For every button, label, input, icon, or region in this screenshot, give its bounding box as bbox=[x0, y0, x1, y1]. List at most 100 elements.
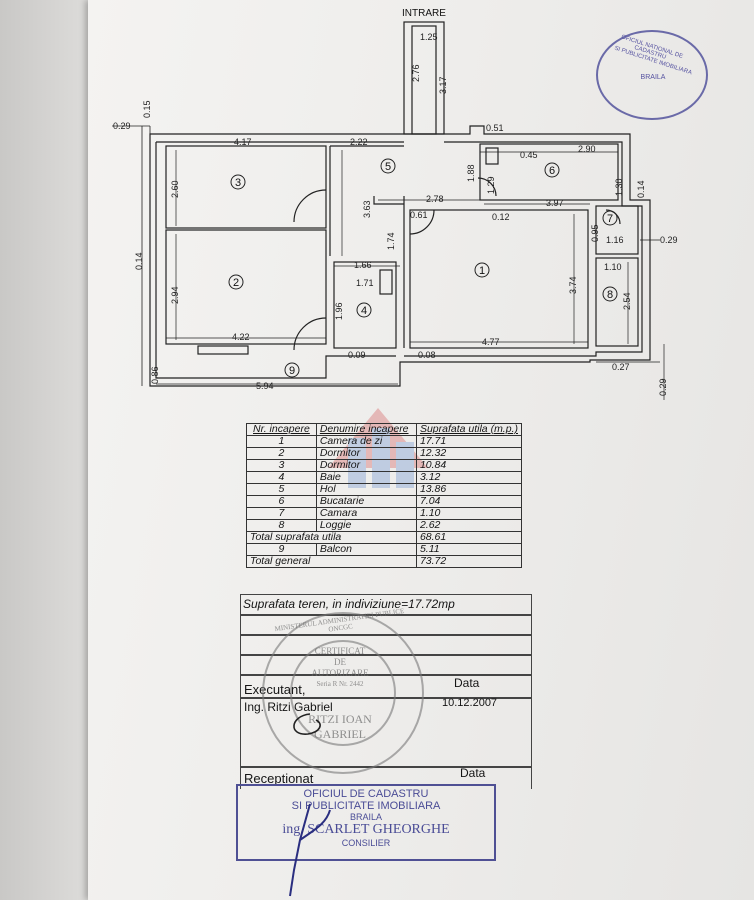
blue-stamp-line-5: CONSILIER bbox=[341, 838, 391, 848]
cell-nr: 2 bbox=[246, 447, 317, 460]
room-8-wall bbox=[595, 257, 639, 347]
floor-plan: INTRARE 1 2 3 4 5 6 7 8 9 1.25 2.76 3.17… bbox=[112, 8, 678, 400]
cell-area: 10.84 bbox=[415, 459, 523, 472]
cell-area: 5.11 bbox=[415, 543, 523, 556]
total-general-value: 73.72 bbox=[415, 555, 523, 568]
total-useful-label: Total suprafata utila bbox=[246, 531, 417, 544]
land-area-text: Suprafata teren, in indiviziune=17.72mp bbox=[243, 597, 455, 611]
dimension-label: 0.14 bbox=[636, 180, 646, 198]
dimension-label: 1.66 bbox=[354, 260, 372, 270]
cadastral-office-stamp: OFICIUL DE CADASTRU SI PUBLICITATE IMOBI… bbox=[236, 784, 496, 861]
info-rule bbox=[240, 766, 532, 768]
dimension-label: 3.17 bbox=[438, 76, 448, 94]
data-label-2: Data bbox=[460, 766, 486, 780]
cell-nr: 3 bbox=[246, 459, 317, 472]
cell-area: 12.32 bbox=[415, 447, 523, 460]
dimension-label: 2.22 bbox=[350, 137, 368, 147]
room-9-marker bbox=[284, 362, 300, 378]
authorization-stamp-inner bbox=[290, 640, 396, 746]
authorization-stamp bbox=[262, 612, 424, 774]
dimension-label: 1.30 bbox=[614, 178, 624, 196]
dimension-label: 0.14 bbox=[134, 252, 144, 270]
info-rule bbox=[240, 614, 532, 616]
cell-name: Balcon bbox=[315, 543, 417, 556]
dimension-label: 2.60 bbox=[170, 180, 180, 198]
dimension-label: 5.94 bbox=[256, 381, 274, 391]
dimension-label: 0.09 bbox=[348, 350, 366, 360]
cell-nr: 8 bbox=[246, 519, 317, 532]
dimension-label: 1.96 bbox=[334, 302, 344, 320]
header-name: Denumire incapere bbox=[315, 423, 417, 436]
room-number-6: 6 bbox=[549, 165, 555, 177]
room-number-5: 5 bbox=[385, 161, 391, 173]
room-4-marker bbox=[356, 302, 372, 318]
cell-area: 7.04 bbox=[415, 495, 523, 508]
blue-signature bbox=[289, 803, 331, 897]
cell-nr: 6 bbox=[246, 495, 317, 508]
cell-nr: 1 bbox=[246, 435, 317, 448]
cell-area: 13.86 bbox=[415, 483, 523, 496]
dimension-label: 0.45 bbox=[520, 150, 538, 160]
room-number-9: 9 bbox=[289, 365, 295, 377]
info-box bbox=[240, 594, 532, 789]
room-1-marker bbox=[474, 262, 490, 278]
room-5-marker bbox=[380, 158, 396, 174]
dimension-label: 0.29 bbox=[660, 235, 678, 245]
stamp-signer-2: GABRIEL bbox=[314, 727, 366, 741]
outer-wall bbox=[149, 125, 651, 387]
room-6-marker bbox=[544, 162, 560, 178]
cell-name: Baie bbox=[315, 471, 417, 484]
cell-area: 2.62 bbox=[415, 519, 523, 532]
dimension-label: 2.76 bbox=[411, 64, 421, 82]
dimension-label: 1.16 bbox=[606, 235, 624, 245]
cadastru-seal bbox=[596, 30, 708, 120]
room-3-marker bbox=[230, 174, 246, 190]
dimension-label: 3.74 bbox=[568, 276, 578, 294]
room-4-wall bbox=[333, 261, 397, 349]
room-number-8: 8 bbox=[607, 289, 613, 301]
dimension-label: 2.78 bbox=[426, 194, 444, 204]
stamp-cert-4: Seria R Nr. 2442 bbox=[316, 680, 364, 688]
blue-stamp-line-4: ing. SCARLET GHEORGHE bbox=[282, 822, 450, 837]
dimension-label: 2.54 bbox=[622, 292, 632, 310]
dimension-label: 2.94 bbox=[170, 286, 180, 304]
area-table: Nr. incapere Denumire incapere Suprafata… bbox=[246, 423, 523, 568]
room-6-wall bbox=[479, 143, 619, 201]
room-7-wall bbox=[595, 205, 639, 255]
dimension-label: 1.25 bbox=[420, 32, 438, 42]
cell-name: Hol bbox=[315, 483, 417, 496]
cell-name: Camera de zi bbox=[315, 435, 417, 448]
room-8-marker bbox=[602, 286, 618, 302]
room-number-1: 1 bbox=[479, 265, 485, 277]
room-2-marker bbox=[228, 274, 244, 290]
cell-area: 17.71 bbox=[415, 435, 523, 448]
dimension-label: 2.90 bbox=[578, 144, 596, 154]
table-header-row: Nr. incapere Denumire incapere Suprafata… bbox=[246, 423, 523, 436]
dimension-label: 0.86 bbox=[150, 366, 160, 384]
entrance-label: INTRARE bbox=[402, 8, 446, 19]
room-7-marker bbox=[602, 210, 618, 226]
cell-nr: 7 bbox=[246, 507, 317, 520]
dimension-label: 4.77 bbox=[482, 337, 500, 347]
cell-name: Dormitor bbox=[315, 447, 417, 460]
dimension-label: 4.17 bbox=[234, 137, 252, 147]
dimension-label: 0.29 bbox=[113, 121, 131, 131]
room-1-wall bbox=[409, 209, 589, 349]
cell-nr: 9 bbox=[246, 543, 317, 556]
cell-nr: 5 bbox=[246, 483, 317, 496]
blue-stamp-line-3: BRAILA bbox=[349, 812, 382, 822]
total-general-label: Total general bbox=[246, 555, 417, 568]
receptionat-label: Receptionat bbox=[244, 771, 314, 786]
cell-name: Loggie bbox=[315, 519, 417, 532]
dimension-label: 0.12 bbox=[492, 212, 510, 222]
dimension-label: 3.63 bbox=[362, 200, 372, 218]
header-area: Suprafata utila (m.p.) bbox=[415, 423, 523, 436]
total-useful-value: 68.61 bbox=[415, 531, 523, 544]
cell-nr: 4 bbox=[246, 471, 317, 484]
stamp-cert-1: CERTIFICAT bbox=[314, 646, 366, 656]
room-number-3: 3 bbox=[235, 177, 241, 189]
dimension-label: 1.88 bbox=[466, 164, 476, 182]
